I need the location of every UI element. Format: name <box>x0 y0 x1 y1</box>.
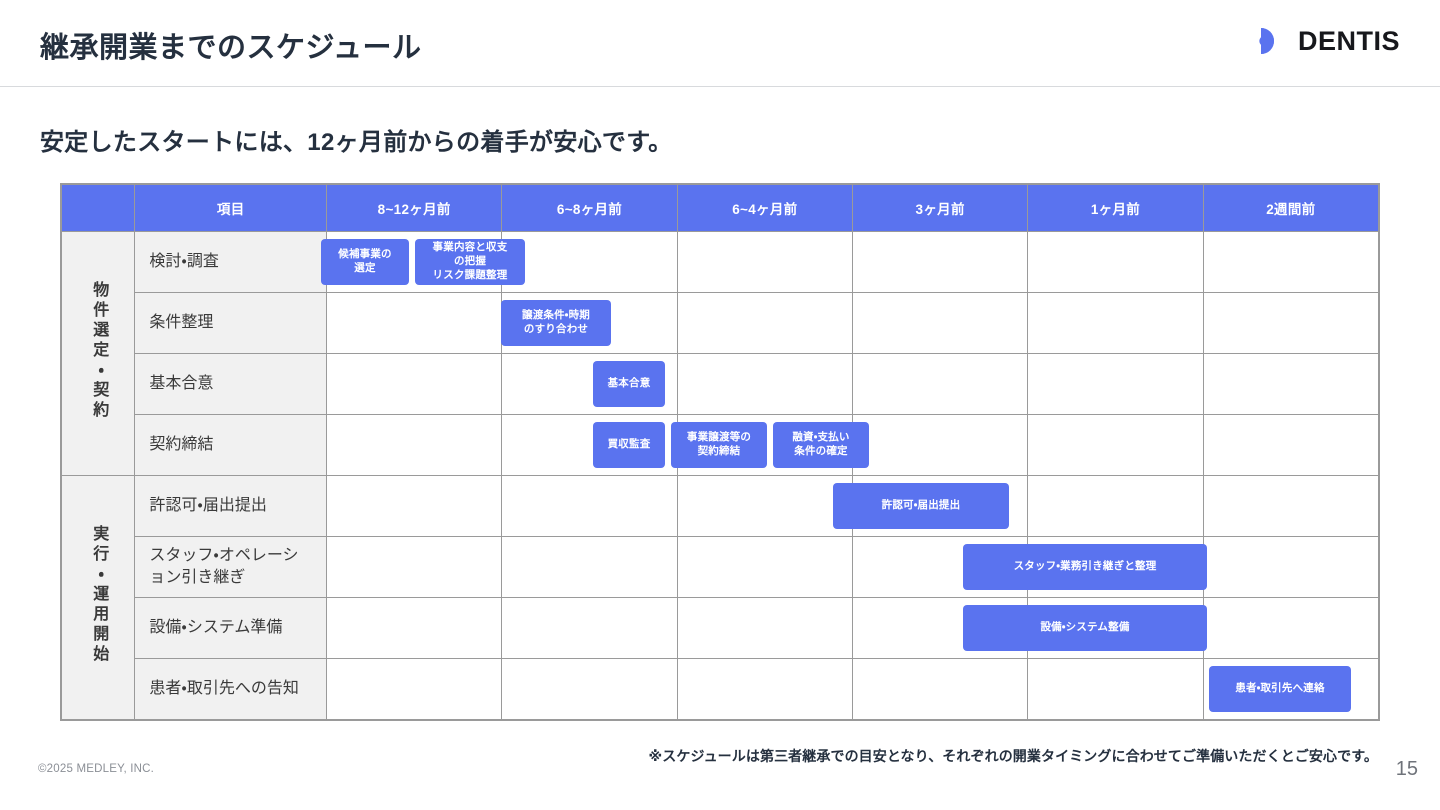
item-label: 許認可・届出提出 <box>134 475 328 537</box>
track-cell <box>501 597 678 659</box>
group-cell-selection: 物件選定・契約 <box>60 231 136 476</box>
table-body: 物件選定・契約 検討・調査 条件整理 基本合意 <box>60 231 1380 720</box>
group-cell-execution: 実行・運用開始 <box>60 475 136 720</box>
gantt-bar[interactable]: 基本合意 <box>593 361 665 407</box>
track-cell <box>1027 231 1204 293</box>
gantt-bar[interactable]: 候補事業の 選定 <box>321 239 409 285</box>
column-header-p6: 2週間前 <box>1202 184 1380 232</box>
track-cell <box>676 353 854 415</box>
track-cell <box>676 536 854 598</box>
track-cell <box>676 292 854 354</box>
track-cell <box>676 658 854 720</box>
footnote: ※スケジュールは第三者継承での目安となり、それぞれの開業タイミングに合わせてご準… <box>648 748 1378 764</box>
track-cell <box>326 597 503 659</box>
track-cell <box>1202 231 1380 293</box>
copyright: ©2025 MEDLEY, INC. <box>38 763 155 775</box>
gantt-bar[interactable]: 許認可・届出提出 <box>833 483 1009 529</box>
dentis-logo-icon <box>1251 23 1287 59</box>
table-row: 患者・取引先への告知 <box>62 658 1380 720</box>
track-cell <box>676 231 854 293</box>
column-header-p5: 1ヶ月前 <box>1027 184 1204 232</box>
track-cell <box>501 536 678 598</box>
gantt-bar[interactable]: 患者・取引先へ連絡 <box>1209 666 1351 712</box>
track-cell <box>1202 292 1380 354</box>
item-label: 基本合意 <box>134 353 328 415</box>
column-header-p2: 6~8ヶ月前 <box>501 184 678 232</box>
table-row: 物件選定・契約 検討・調査 <box>60 231 1380 476</box>
track-cell <box>501 658 678 720</box>
table-header-row: 項目 8~12ヶ月前 6~8ヶ月前 6~4ヶ月前 3ヶ月前 1ヶ月前 2週間前 <box>60 184 1380 232</box>
track-cell <box>1027 292 1204 354</box>
page-number: 15 <box>1395 758 1418 780</box>
schedule-table: 項目 8~12ヶ月前 6~8ヶ月前 6~4ヶ月前 3ヶ月前 1ヶ月前 2週間前 … <box>60 183 1380 721</box>
lead-statement: 安定したスタートには、12ヶ月前からの着手が安心です。 <box>40 129 673 156</box>
item-label: スタッフ・オペレーション引き継ぎ <box>134 536 328 598</box>
track-cell <box>326 292 503 354</box>
track-cell <box>851 353 1029 415</box>
track-cell <box>676 597 854 659</box>
gantt-bar[interactable]: 事業内容と収支 の把握 リスク課題整理 <box>415 239 525 285</box>
table-row: 基本合意 <box>62 353 1380 415</box>
gantt-bar[interactable]: 事業譲渡等の 契約締結 <box>671 422 767 468</box>
track-cell <box>326 414 503 476</box>
track-cell <box>1027 353 1204 415</box>
slide-header: 継承開業までのスケジュール DENTIS <box>0 0 1440 87</box>
track-cell <box>851 231 1029 293</box>
column-header-group <box>60 184 136 232</box>
gantt-bar[interactable]: 買収監査 <box>593 422 665 468</box>
track-cell <box>851 414 1029 476</box>
item-label: 患者・取引先への告知 <box>134 658 328 720</box>
table-row: 契約締結 <box>62 414 1380 476</box>
track-cell <box>326 475 503 537</box>
track-cell <box>326 536 503 598</box>
track-cell <box>501 475 678 537</box>
group-label: 物件選定・契約 <box>90 281 108 421</box>
item-label: 設備・システム準備 <box>134 597 328 659</box>
track-cell <box>1027 475 1204 537</box>
column-header-p1: 8~12ヶ月前 <box>326 184 503 232</box>
column-header-p3: 6~4ヶ月前 <box>676 184 854 232</box>
gantt-bar[interactable]: スタッフ・業務引き継ぎと整理 <box>963 544 1207 590</box>
track-cell <box>676 475 854 537</box>
gantt-bar[interactable]: 融資・支払い 条件の確定 <box>773 422 869 468</box>
column-header-p4: 3ヶ月前 <box>851 184 1029 232</box>
track-cell <box>851 658 1029 720</box>
track-cell <box>326 353 503 415</box>
track-cell <box>1202 597 1380 659</box>
page-title: 継承開業までのスケジュール <box>40 32 422 64</box>
gantt-bars-layer: 候補事業の 選定事業内容と収支 の把握 リスク課題整理譲渡条件・時期 のすり合わ… <box>61 184 1381 720</box>
track-cell <box>1202 353 1380 415</box>
column-header-item: 項目 <box>134 184 328 232</box>
track-cell <box>501 231 678 293</box>
table-row: 実行・運用開始 許認可・届出提出 <box>60 475 1380 720</box>
track-cell <box>1027 414 1204 476</box>
gantt-bar[interactable]: 譲渡条件・時期 のすり合わせ <box>501 300 611 346</box>
track-cell <box>1027 658 1204 720</box>
track-cell <box>1202 475 1380 537</box>
track-cell <box>1202 414 1380 476</box>
brand-name: DENTIS <box>1297 25 1400 56</box>
track-cell <box>326 658 503 720</box>
track-cell <box>851 292 1029 354</box>
item-label: 契約締結 <box>134 414 328 476</box>
brand-logo: DENTIS <box>1251 23 1400 59</box>
item-label: 条件整理 <box>134 292 328 354</box>
track-cell <box>1202 536 1380 598</box>
group-label: 実行・運用開始 <box>90 525 108 665</box>
table-row: 条件整理 <box>62 292 1380 354</box>
gantt-bar[interactable]: 設備・システム整備 <box>963 605 1207 651</box>
item-label: 検討・調査 <box>134 231 328 293</box>
